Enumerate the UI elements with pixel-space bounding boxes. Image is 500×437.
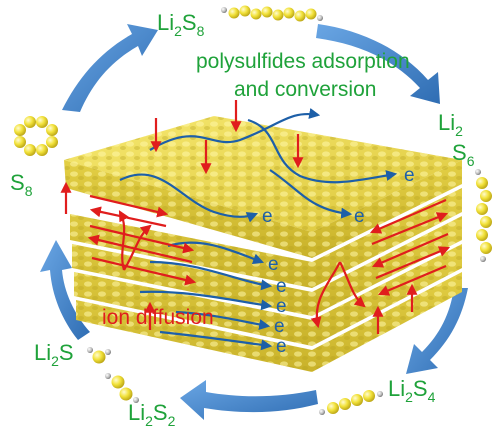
electron-paths [119, 108, 398, 351]
li2s6-molecule-icon [475, 169, 492, 262]
ion-arrow-fork-right [310, 261, 341, 329]
ion-arrow-left-5 [91, 256, 197, 286]
label-polysulfides-line1: polysulfides adsorption [196, 50, 410, 73]
label-li2s6: Li2 [438, 110, 463, 139]
ion-arrow-fork-left [118, 210, 130, 271]
li2s-molecule-icon [87, 347, 111, 364]
li2s8-molecule-icon [221, 5, 323, 22]
electron-path-7 [139, 290, 273, 311]
ion-arrow-right-5 [377, 264, 447, 296]
cycle-arrows [40, 24, 468, 420]
li2s4-molecule-icon [319, 390, 383, 415]
label-li2s2: Li2S2 [128, 400, 176, 429]
electron-label-7: e [274, 316, 285, 337]
electron-label-6: e [276, 296, 287, 317]
label-ion-diffusion-line1: ion diffusion [102, 306, 214, 329]
label-li2s: Li2S [34, 340, 74, 369]
label-li2s8: Li2S8 [157, 10, 205, 39]
electron-label-5: e [276, 276, 287, 297]
electron-label-2: e [354, 206, 365, 227]
ion-arrow-left-1 [89, 194, 169, 218]
electron-path-8 [175, 310, 271, 330]
cycle-arrow-top-right [316, 24, 440, 104]
ion-arrow-right-3 [371, 232, 449, 268]
ion-arrow-right-4 [375, 246, 451, 280]
ion-arrows [60, 100, 451, 334]
cycle-arrow-bottom [180, 380, 318, 420]
li2s2-molecule-icon [105, 373, 139, 403]
electron-label-4: e [268, 254, 279, 275]
electron-path-9 [159, 330, 273, 351]
electron-path-5 [167, 241, 265, 265]
s8-molecule-icon [14, 116, 58, 156]
electron-path-3 [119, 173, 259, 223]
label-li2s4: Li2S4 [388, 376, 436, 405]
electron-path-4 [269, 169, 353, 219]
ion-arrow-right-1 [369, 198, 447, 234]
cycle-arrow-top-left [62, 24, 158, 112]
electron-label-8: e [276, 336, 287, 357]
label-s8: S8 [10, 170, 33, 199]
cycle-arrow-left [40, 240, 90, 340]
electron-labels: e e e e e e e e [262, 165, 415, 357]
label-polysulfides-line2: and conversion [234, 78, 376, 101]
label-li2s6-s: S6 [452, 140, 475, 169]
ion-arrow-right-2 [371, 212, 449, 246]
ion-arrow-left-4 [87, 234, 193, 264]
electron-label-1: e [404, 165, 415, 186]
electron-path-6 [149, 260, 273, 291]
electron-label-3: e [262, 206, 273, 227]
electron-path-2 [247, 118, 398, 184]
electron-path-1 [149, 108, 321, 151]
cycle-arrow-right [406, 288, 468, 374]
